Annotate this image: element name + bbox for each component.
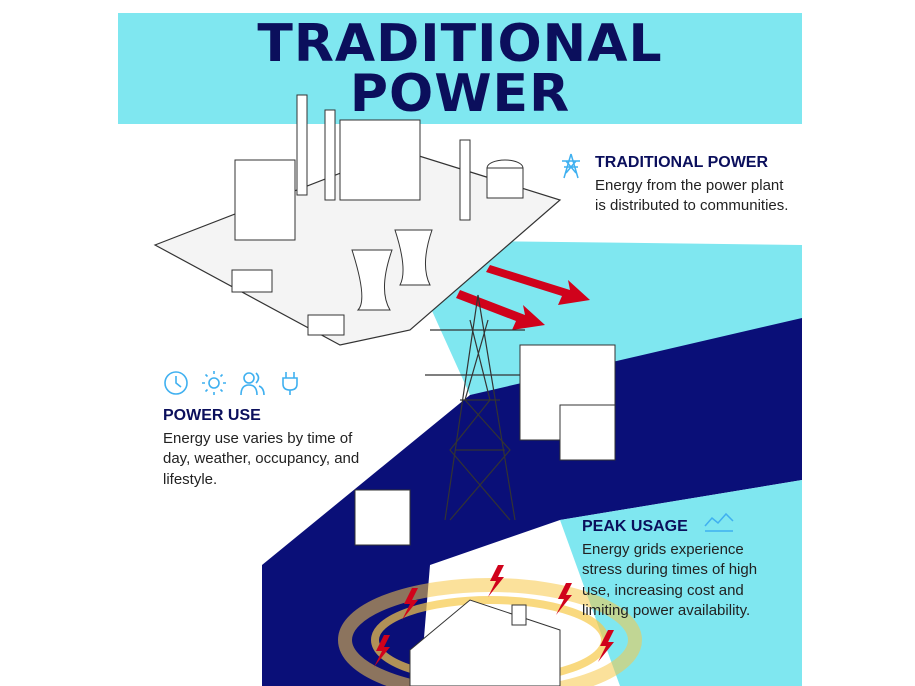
chimney	[511, 604, 527, 626]
transformer	[559, 404, 616, 461]
traditional-power-heading: TRADITIONAL POWER	[595, 154, 769, 171]
house	[409, 599, 561, 686]
page-title-line2: POWER	[349, 64, 571, 124]
transformer	[354, 489, 411, 546]
peak-glow	[338, 578, 642, 686]
smokestack	[459, 139, 471, 221]
peak-usage-section: PEAK USAGE Energy grids experience stres…	[582, 512, 787, 622]
power-use-text: Energy use varies by time of day, weathe…	[163, 429, 360, 488]
page-title-line1: TRADITIONAL	[257, 14, 663, 74]
transmission-tower	[425, 294, 535, 521]
traditional-power-text: Energy from the power plant is distribut…	[595, 176, 789, 215]
sun-icon	[202, 371, 226, 395]
smokestack	[324, 109, 336, 201]
plug-icon	[282, 372, 298, 395]
power-flow-arrow	[486, 265, 590, 305]
tank	[486, 167, 524, 199]
power-tower-icon	[562, 153, 580, 179]
cyan-ground-lower	[560, 480, 802, 686]
lightning-bolts	[374, 565, 614, 667]
people-icon	[240, 372, 265, 396]
truck	[307, 314, 345, 336]
traditional-power-section: TRADITIONAL POWER Energy from the power …	[560, 153, 790, 217]
power-use-heading: POWER USE	[163, 407, 261, 424]
peak-usage-text: Energy grids experience stress during ti…	[582, 540, 758, 620]
plant-building	[339, 119, 421, 201]
cooling-tower	[394, 229, 433, 286]
clock-icon	[164, 371, 188, 395]
cooling-tower	[351, 249, 393, 311]
plant-building	[234, 159, 296, 241]
peak-usage-heading: PEAK USAGE	[582, 518, 688, 535]
truck	[231, 269, 273, 293]
title-banner	[118, 13, 802, 124]
smokestack	[296, 94, 308, 196]
power-use-section: POWER USE Energy use varies by time of d…	[163, 370, 363, 490]
line-chart-icon	[704, 512, 734, 532]
cyan-ground	[400, 240, 802, 395]
